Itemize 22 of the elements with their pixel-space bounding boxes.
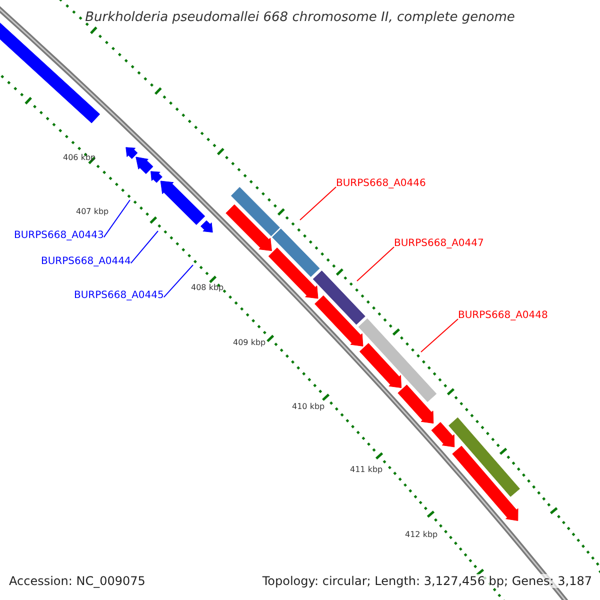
leader-line <box>420 318 458 352</box>
position-label: 407 kbp <box>76 207 109 217</box>
leader-line <box>163 264 194 298</box>
gene-label: BURPS668_A0446 <box>336 178 426 190</box>
gene-label: BURPS668_A0444 <box>41 256 131 268</box>
map-title: Burkholderia pseudomallei 668 chromosome II, complete genome <box>84 9 516 27</box>
leader-line <box>130 230 158 264</box>
genome-summary-text: Topology: circular; Length: 3,127,456 bp; Genes: 3,187 <box>262 574 592 588</box>
leader-line <box>300 186 336 220</box>
accession-text: Accession: NC_009075 <box>9 574 146 588</box>
position-label: 412 kbp <box>405 530 438 540</box>
position-label: 406 kbp <box>63 153 96 163</box>
gene-label: BURPS668_A0445 <box>74 290 164 302</box>
gene-label: BURPS668_A0443 <box>14 230 104 242</box>
position-label: 408 kbp <box>191 283 224 293</box>
position-label: 411 kbp <box>350 465 383 475</box>
position-label: 410 kbp <box>292 402 325 412</box>
leader-line <box>103 200 130 238</box>
gene-label: BURPS668_A0447 <box>394 238 484 250</box>
gene-label: BURPS668_A0448 <box>458 310 548 322</box>
leader-line <box>356 246 394 282</box>
position-label: 409 kbp <box>233 338 266 348</box>
